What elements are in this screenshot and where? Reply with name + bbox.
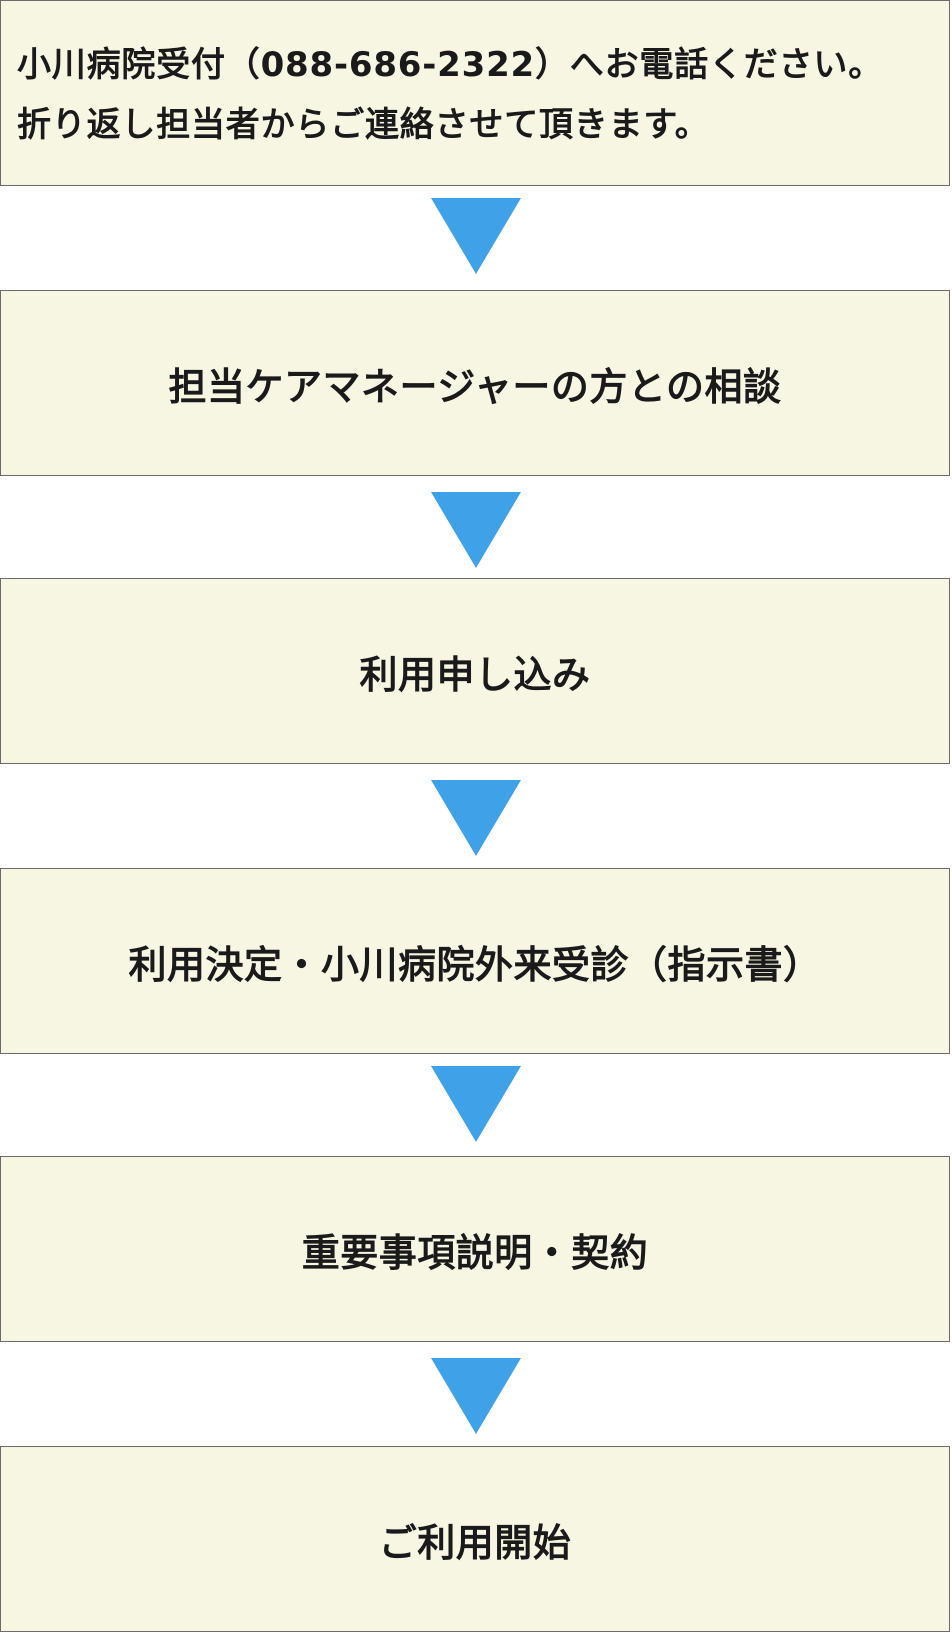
flow-step-application: 利用申し込み <box>0 578 950 764</box>
flow-step-label: 重要事項説明・契約 <box>301 1230 649 1275</box>
flow-step-start: ご利用開始 <box>0 1446 950 1632</box>
flow-step-line-1: 小川病院受付（088-686-2322）へお電話ください。 <box>17 45 883 85</box>
down-triangle-icon <box>431 198 521 274</box>
flow-step-consultation: 担当ケアマネージャーの方との相談 <box>0 290 950 476</box>
down-triangle-icon <box>431 780 521 856</box>
flow-step-label: 利用申し込み <box>359 652 591 697</box>
flow-step-decision: 利用決定・小川病院外来受診（指示書） <box>0 868 950 1054</box>
flow-step-label: ご利用開始 <box>378 1520 572 1565</box>
flow-step-line-2: 折り返し担当者からご連絡させて頂きます。 <box>17 105 710 145</box>
flow-step-contract: 重要事項説明・契約 <box>0 1156 950 1342</box>
down-triangle-icon <box>431 492 521 568</box>
flow-step-contact: 小川病院受付（088-686-2322）へお電話ください。 折り返し担当者からご… <box>0 0 950 186</box>
flow-step-text: 小川病院受付（088-686-2322）へお電話ください。 折り返し担当者からご… <box>17 35 883 155</box>
down-triangle-icon <box>431 1358 521 1434</box>
down-triangle-icon <box>431 1066 521 1142</box>
flow-step-label: 利用決定・小川病院外来受診（指示書） <box>128 942 822 987</box>
flow-step-label: 担当ケアマネージャーの方との相談 <box>168 364 782 409</box>
